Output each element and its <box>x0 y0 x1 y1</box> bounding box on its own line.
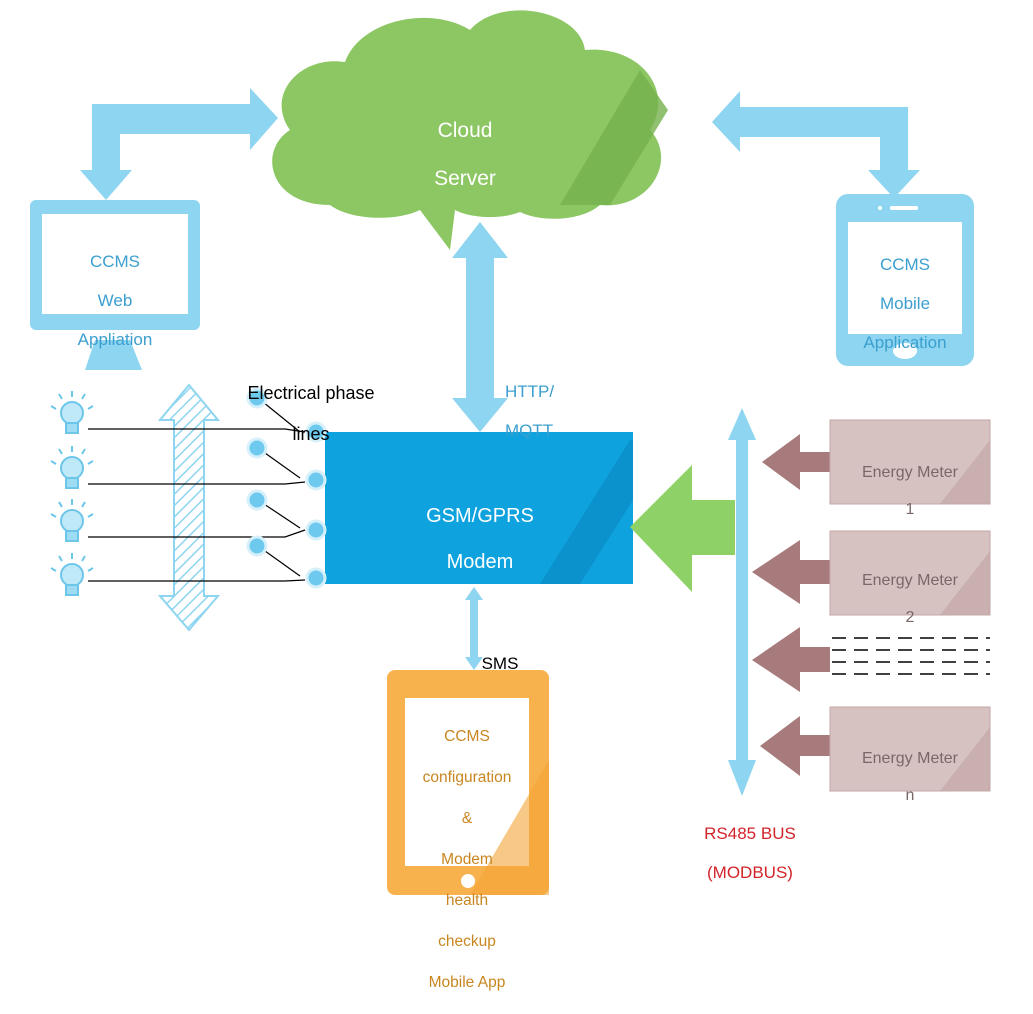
energy-meter-n-name: Energy Meter <box>861 750 959 768</box>
config-app-label: CCMS configuration & Modem health checku… <box>405 707 529 1014</box>
phase-label-line2: lines <box>292 424 330 445</box>
mobile-cloud-arrow <box>712 91 920 198</box>
web-app-line2: Web <box>97 290 133 310</box>
config-app-line7: Mobile App <box>428 973 506 991</box>
config-mobile-app-tablet-icon <box>387 670 549 895</box>
phase-lines-double-arrow <box>157 383 221 632</box>
protocol-label: HTTP/ MQTT <box>505 362 575 460</box>
config-app-line5: health <box>445 892 489 910</box>
energy-meter-1-number: 1 <box>905 501 915 519</box>
web-cloud-arrow <box>80 88 278 200</box>
rs485-bus-line1: RS485 BUS <box>704 823 796 843</box>
web-app-label: CCMS Web Appliation <box>45 232 185 369</box>
sms-label-text: SMS <box>481 653 519 673</box>
config-app-line4: Modem <box>441 851 493 869</box>
energy-meter-n-number: n <box>905 787 915 805</box>
mobile-app-label: CCMS Mobile Application <box>848 235 962 372</box>
mobile-app-line2: Mobile <box>879 293 931 313</box>
rs485-bus-line2: (MODBUS) <box>707 862 793 882</box>
web-application-monitor-icon <box>30 200 200 370</box>
energy-meter-1-name: Energy Meter <box>861 464 959 482</box>
meter-arrows <box>752 434 830 776</box>
meter-bus-to-modem-arrow <box>630 465 735 592</box>
sms-arrow <box>465 587 483 670</box>
energy-meter-2-name: Energy Meter <box>861 572 959 590</box>
rs485-bus-label: RS485 BUS (MODBUS) <box>680 804 820 902</box>
mobile-application-phone-icon <box>836 194 974 366</box>
energy-meter-1-label: Energy Meter 1 <box>835 446 985 538</box>
web-app-line1: CCMS <box>89 251 141 271</box>
config-app-line6: checkup <box>438 932 496 950</box>
cloud-label-line1: Cloud <box>437 119 493 143</box>
config-app-line1: CCMS <box>444 728 490 746</box>
rs485-bus-arrow <box>728 408 756 796</box>
mobile-app-line1: CCMS <box>879 254 931 274</box>
street-light-bulb-icons <box>50 390 94 596</box>
modem-label-line1: GSM/GPRS <box>426 505 534 527</box>
config-app-line2: configuration <box>422 769 512 787</box>
energy-meter-n-label: Energy Meter n <box>835 732 985 824</box>
modem-label-line2: Modem <box>446 551 514 573</box>
phase-lines-label: Electrical phase lines <box>226 362 396 465</box>
cloud-server-icon <box>272 10 668 250</box>
diagram-canvas <box>30 10 991 895</box>
modem-label: GSM/GPRS Modem <box>380 482 580 597</box>
phase-label-line1: Electrical phase <box>247 382 375 403</box>
config-app-line3: & <box>461 810 473 828</box>
mobile-app-line3: Application <box>863 332 947 352</box>
cloud-modem-arrow <box>452 222 508 432</box>
gsm-gprs-modem-box <box>325 432 633 584</box>
energy-meter-2-number: 2 <box>905 609 915 627</box>
protocol-line2: MQTT <box>505 420 554 440</box>
cloud-label: Cloud Server <box>410 95 520 216</box>
energy-meter-2-label: Energy Meter 2 <box>835 554 985 646</box>
web-app-line3: Appliation <box>77 329 153 349</box>
protocol-line1: HTTP/ <box>505 381 555 401</box>
sms-label: SMS <box>470 634 530 673</box>
cloud-label-line2: Server <box>434 167 496 191</box>
phase-line-connectors <box>246 387 327 589</box>
energy-meter-boxes <box>829 419 991 792</box>
more-meters-dashes <box>832 637 990 675</box>
